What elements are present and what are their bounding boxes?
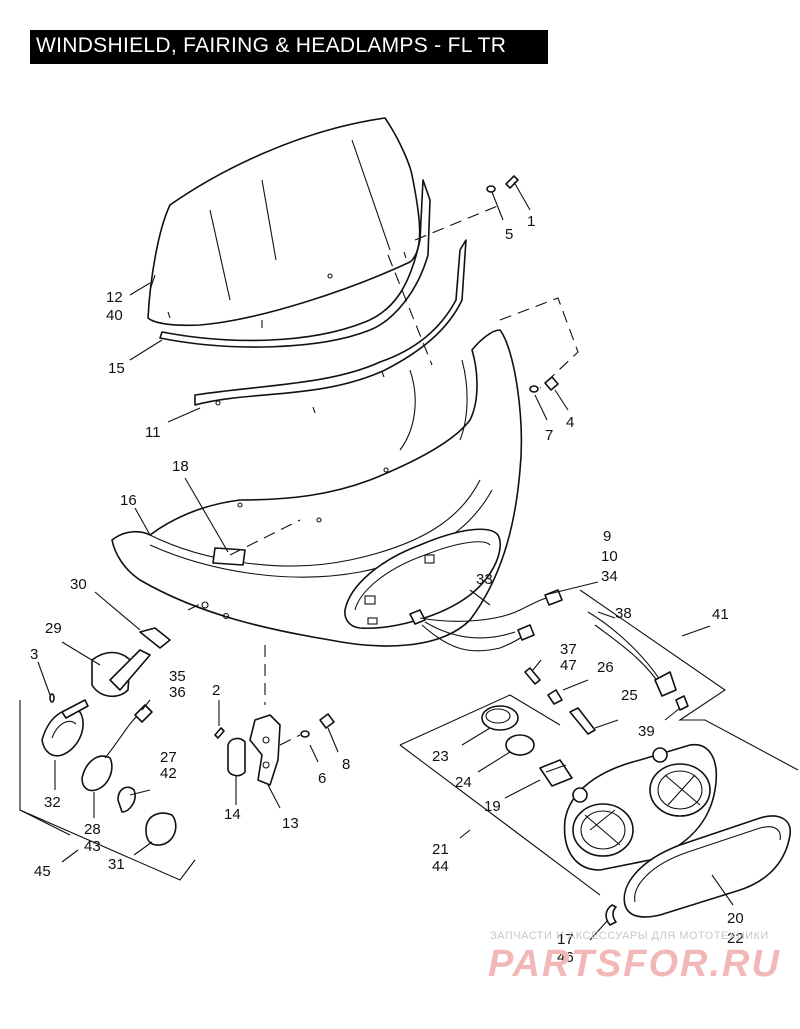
callout-38: 38 bbox=[615, 605, 632, 622]
callout-12: 12 bbox=[106, 289, 123, 306]
callout-28: 28 bbox=[84, 821, 101, 838]
callout-43: 43 bbox=[84, 838, 101, 855]
callout-22: 22 bbox=[727, 930, 744, 947]
screw-and-washer-top bbox=[486, 175, 519, 193]
mounting-bracket bbox=[214, 713, 335, 786]
watermark-tagline: ЗАПЧАСТИ И АКСЕССУАРЫ ДЛЯ МОТОТЕХНИКИ bbox=[490, 930, 769, 942]
outer-fairing bbox=[111, 329, 523, 647]
callout-7: 7 bbox=[545, 427, 553, 444]
callout-1: 1 bbox=[527, 213, 535, 230]
callout-36: 36 bbox=[169, 684, 186, 701]
headlamp-assembly bbox=[563, 743, 717, 871]
bulb-socket-39 bbox=[675, 695, 689, 711]
callout-24: 24 bbox=[455, 774, 472, 791]
callout-27: 27 bbox=[160, 749, 177, 766]
callout-32: 32 bbox=[44, 794, 61, 811]
callout-2: 2 bbox=[212, 682, 220, 699]
headlamp-ring-parts bbox=[481, 705, 573, 787]
callout-20: 20 bbox=[727, 910, 744, 927]
callout-11: 11 bbox=[145, 424, 161, 441]
callout-16: 16 bbox=[120, 492, 137, 509]
title-bar: WINDSHIELD, FAIRING & HEADLAMPS - FL TR bbox=[30, 30, 548, 64]
callout-10: 10 bbox=[601, 548, 618, 565]
callout-29: 29 bbox=[45, 620, 62, 637]
fairing-seal bbox=[194, 239, 467, 406]
callout-37: 37 bbox=[560, 641, 577, 658]
callout-9: 9 bbox=[603, 528, 611, 545]
callout-25: 25 bbox=[621, 687, 638, 704]
callout-8: 8 bbox=[342, 756, 350, 773]
callout-3: 3 bbox=[30, 646, 38, 663]
callout-13: 13 bbox=[282, 815, 299, 832]
watermark-logo: PARTSFOR.RU bbox=[488, 943, 781, 985]
callout-47: 47 bbox=[560, 657, 577, 674]
callout-19: 19 bbox=[484, 798, 501, 815]
callout-labels: 1 5 12 40 15 11 7 4 18 16 9 10 34 33 30 … bbox=[30, 213, 744, 966]
nut-and-washer-mid bbox=[529, 376, 559, 393]
callout-17: 17 bbox=[557, 931, 574, 948]
callout-35: 35 bbox=[169, 668, 186, 685]
callout-26: 26 bbox=[597, 659, 614, 676]
callout-6: 6 bbox=[318, 770, 326, 787]
retainer-26 bbox=[547, 689, 563, 705]
callout-18: 18 bbox=[172, 458, 189, 475]
callout-31: 31 bbox=[108, 856, 125, 873]
callout-46: 46 bbox=[557, 949, 574, 966]
turn-signal-assembly bbox=[41, 627, 177, 846]
callout-41: 41 bbox=[712, 606, 729, 623]
headlamp-kit-outline bbox=[579, 589, 799, 771]
windshield bbox=[147, 117, 421, 328]
pin-37 bbox=[524, 667, 541, 685]
callout-4: 4 bbox=[566, 414, 574, 431]
callout-14: 14 bbox=[224, 806, 241, 823]
callout-15: 15 bbox=[108, 360, 125, 377]
callout-45: 45 bbox=[34, 863, 51, 880]
label-plate bbox=[212, 547, 246, 566]
callout-34: 34 bbox=[601, 568, 618, 585]
callout-39: 39 bbox=[638, 723, 655, 740]
windshield-trim bbox=[159, 179, 431, 348]
callout-44: 44 bbox=[432, 858, 449, 875]
pigtail-connector bbox=[587, 611, 677, 697]
callout-21: 21 bbox=[432, 841, 449, 858]
callout-30: 30 bbox=[70, 576, 87, 593]
callout-40: 40 bbox=[106, 307, 123, 324]
screw-25 bbox=[569, 707, 596, 735]
page-title: WINDSHIELD, FAIRING & HEADLAMPS - FL TR bbox=[36, 34, 507, 57]
callout-23: 23 bbox=[432, 748, 449, 765]
callout-33: 33 bbox=[476, 571, 493, 588]
callout-42: 42 bbox=[160, 765, 177, 782]
headlamp-lens bbox=[605, 815, 791, 926]
leader-lines bbox=[37, 181, 734, 941]
callout-5: 5 bbox=[505, 226, 513, 243]
